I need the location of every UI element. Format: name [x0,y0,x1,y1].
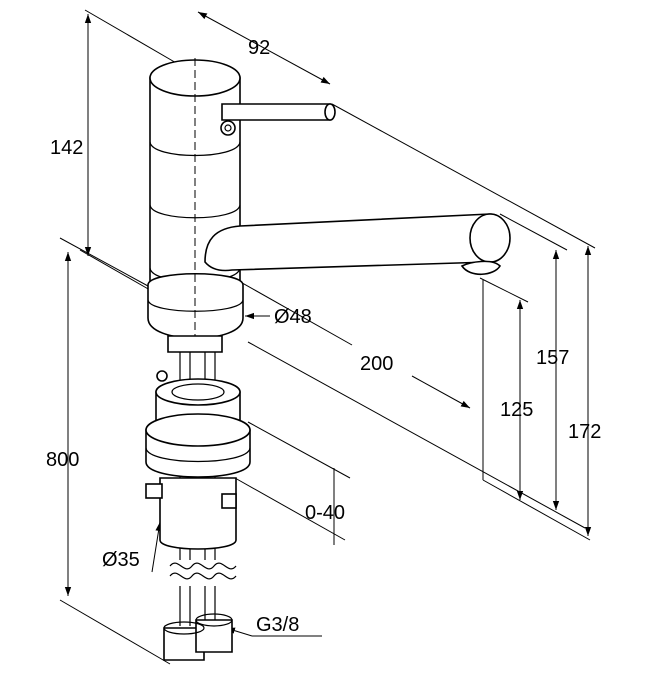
dim-800-label: 800 [46,449,79,471]
dim-157-label: 157 [536,347,569,369]
dimension-labels: 92 142 Ø48 200 157 125 172 800 0-40 Ø35 … [46,37,601,636]
dim-35-leader [151,521,162,573]
thread-label: G3/8 [256,614,299,636]
faucet-body [147,58,244,340]
dim-92-label: 92 [248,37,270,59]
spout [204,213,511,276]
dim-200-label: 200 [360,353,393,375]
extension-lines [59,9,596,665]
dim-92-line [197,11,331,85]
dim-125-label: 125 [500,399,533,421]
mounting-hardware [145,335,251,661]
dim-48-label: Ø48 [274,306,312,328]
dim-142-label: 142 [50,137,83,159]
lever-handle [220,103,336,136]
dim-35-label: Ø35 [102,549,140,571]
dim-040-label: 0-40 [305,502,345,524]
dim-200-line-right [411,375,471,409]
dim-172-label: 172 [568,421,601,443]
